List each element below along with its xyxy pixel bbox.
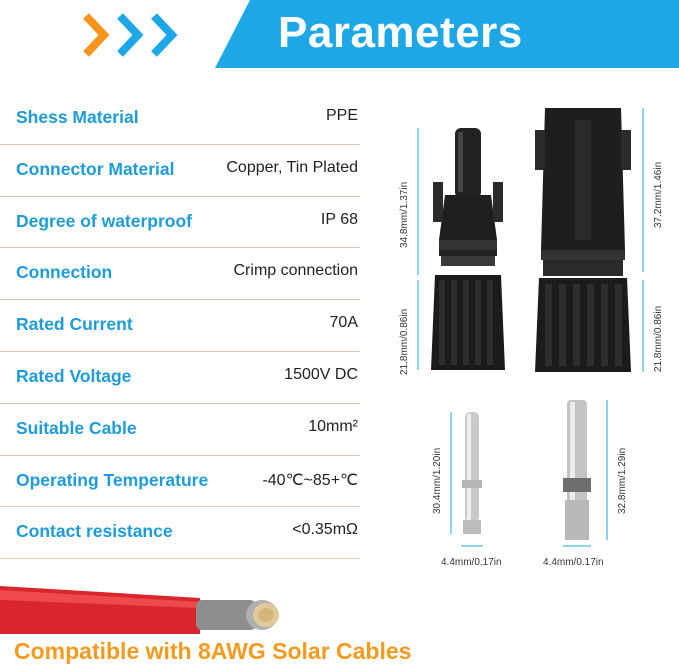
header-banner: Parameters <box>0 0 679 68</box>
dim-label-pin-left-height: 30.4mm/1.20in <box>432 448 443 514</box>
spec-row: Connector Material Copper, Tin Plated <box>0 145 360 197</box>
spec-label: Shess Material <box>16 107 139 127</box>
chevrons-icon <box>83 13 178 57</box>
dim-label-pin-left-width: 4.4mm/0.17in <box>441 557 502 568</box>
spec-row: Suitable Cable 10mm² <box>0 404 360 456</box>
spec-value: Crimp connection <box>233 262 359 280</box>
dim-label-female-top: 37.2mm/1.46in <box>653 162 664 228</box>
spec-label: Contact resistance <box>16 521 173 542</box>
female-pin-image <box>563 400 591 540</box>
dim-label-male-top: 34.8mm/1.37in <box>399 182 410 248</box>
spec-value: 70A <box>329 314 358 332</box>
spec-label: Connection <box>16 262 113 283</box>
spec-label: Operating Temperature <box>16 469 209 490</box>
spec-value: -40℃~85+℃ <box>262 471 358 489</box>
spec-value: <0.35mΩ <box>292 521 358 539</box>
dim-label-pin-right-width: 4.4mm/0.17in <box>543 557 604 568</box>
dim-label-female-bottom: 21.8mm/0.86in <box>653 306 664 372</box>
spec-label: Suitable Cable <box>16 417 137 438</box>
spec-row: Contact resistance <0.35mΩ <box>0 507 360 560</box>
spec-value: IP 68 <box>320 210 358 228</box>
female-connector-image <box>535 108 631 372</box>
spec-value: 10mm² <box>308 417 358 435</box>
male-connector-image <box>431 128 505 370</box>
spec-value: PPE <box>325 107 358 124</box>
compatibility-footer: Compatible with 8AWG Solar Cables <box>14 638 412 664</box>
page-title: Parameters <box>278 8 523 57</box>
spec-value: Copper, Tin Plated <box>226 158 358 176</box>
spec-row: Degree of waterproof IP 68 <box>0 197 360 249</box>
banner-white-wedge <box>0 0 250 68</box>
spec-label: Connector Material <box>16 158 175 179</box>
spec-label: Rated Current <box>16 314 133 335</box>
spec-value: 1500V DC <box>284 365 358 383</box>
spec-label: Rated Voltage <box>16 365 132 386</box>
dim-label-pin-right-height: 32.8mm/1.29in <box>617 448 628 514</box>
spec-row: Operating Temperature -40℃~85+℃ <box>0 456 360 508</box>
specs-table: Shess Material PPE Connector Material Coppe… <box>0 93 360 560</box>
spec-label: Degree of waterproof <box>16 210 192 231</box>
product-illustrations: 34.8mm/1.37in 21.8mm/0.86in 37.2mm/1.46i… <box>399 108 664 568</box>
spec-row: Rated Voltage 1500V DC <box>0 352 360 404</box>
spec-row: Rated Current 70A <box>0 300 360 352</box>
red-cable-image <box>0 586 279 634</box>
male-pin-image <box>462 412 482 534</box>
spec-row: Shess Material PPE <box>0 93 360 145</box>
spec-row: Connection Crimp connection <box>0 248 360 301</box>
dim-label-male-bottom: 21.8mm/0.86in <box>399 309 410 375</box>
